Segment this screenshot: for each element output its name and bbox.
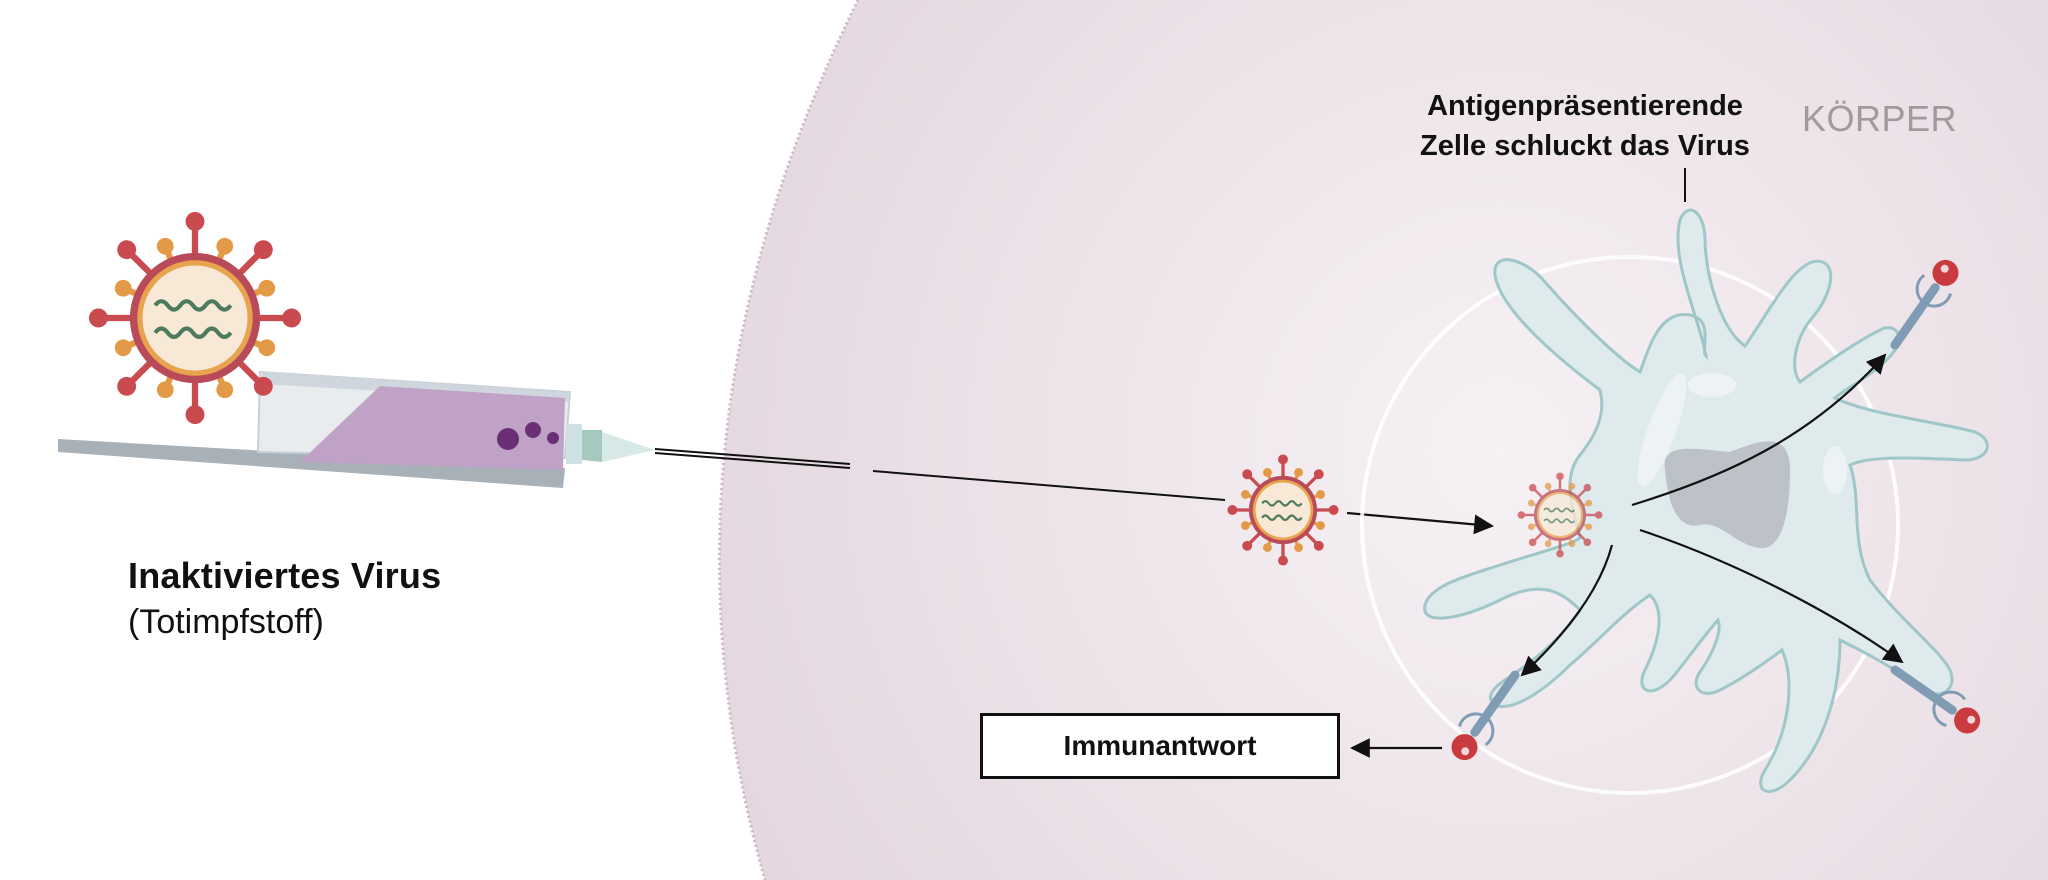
cell-label: Antigenpräsentierende Zelle schluckt das…: [1345, 86, 1825, 166]
arrow-icon: [1639, 528, 1904, 664]
vaccine-subtitle: (Totimpfstoff): [128, 603, 324, 641]
cell-label-line1: Antigenpräsentierende: [1427, 90, 1743, 122]
antigen-presenting-cell-icon: [1360, 208, 1989, 795]
needle-line: [654, 448, 851, 465]
virus-icon: [1516, 471, 1604, 559]
vaccine-dot: [497, 428, 519, 450]
virus-icon: [89, 212, 301, 424]
arrow-icon: [1346, 511, 1494, 535]
immune-response-label: Immunantwort: [1063, 730, 1257, 761]
arrow-icon: [1631, 353, 1887, 507]
arrow-icon: [1520, 544, 1614, 677]
vaccine-dot: [525, 422, 541, 438]
immune-response-box: Immunantwort: [980, 713, 1340, 779]
body-label: KÖRPER: [1802, 98, 1958, 139]
cell-label-line2: Zelle schluckt das Virus: [1420, 130, 1750, 162]
virus-icon: [1225, 452, 1341, 568]
nucleus: [1664, 441, 1790, 549]
syringe-icon: [58, 370, 655, 488]
body-edge: [717, 0, 860, 880]
needle-line: [654, 452, 851, 469]
vaccine-title: Inaktiviertes Virus: [128, 555, 442, 596]
injection-arrow: [872, 470, 1226, 501]
vaccine-dot: [547, 432, 559, 444]
